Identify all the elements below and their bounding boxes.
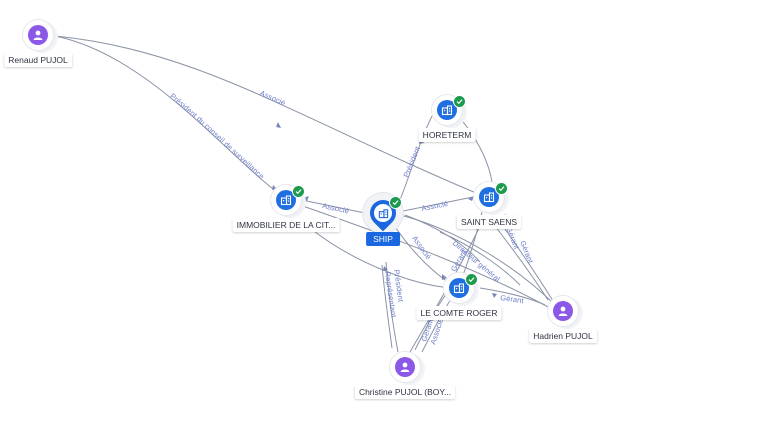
building-icon xyxy=(449,278,469,298)
arrow-head xyxy=(303,196,309,201)
edge-label-renaud-saint: Associé xyxy=(259,88,287,107)
node-label: SAINT SAENS xyxy=(456,215,522,229)
building-icon xyxy=(374,204,392,222)
verified-check-icon xyxy=(292,185,305,198)
node-label: HORETERM xyxy=(418,128,476,142)
person-icon xyxy=(395,357,415,377)
building-icon xyxy=(437,100,457,120)
arrow-head xyxy=(383,266,388,271)
node-label: Hadrien PUJOL xyxy=(529,329,597,343)
node-label: Christine PUJOL (BOY... xyxy=(354,385,456,399)
building-icon xyxy=(276,190,296,210)
verified-check-icon xyxy=(465,273,478,286)
node-label: SHIP xyxy=(366,232,400,246)
edge-label-renaud-immobilier: Président du conseil de surveillance xyxy=(168,91,266,181)
edge-immobilier-comte xyxy=(309,227,453,289)
person-icon xyxy=(553,301,573,321)
person-icon xyxy=(28,25,48,45)
node-label: Renaud PUJOL xyxy=(4,53,72,67)
arrow-head xyxy=(492,293,497,298)
edge-label-ship-comte: Associé xyxy=(410,234,433,261)
verified-check-icon xyxy=(389,196,402,209)
edge-label-ship-saint: Associé xyxy=(421,199,449,213)
building-icon xyxy=(479,187,499,207)
verified-check-icon xyxy=(453,95,466,108)
edge-renaud-saint-saens xyxy=(54,35,489,199)
verified-check-icon xyxy=(495,182,508,195)
node-label: LE COMTE ROGER xyxy=(416,306,502,320)
arrow-head xyxy=(468,196,474,201)
arrow-head xyxy=(276,122,281,128)
edge-horeterm-saint-saens xyxy=(454,111,493,183)
node-label: IMMOBILIER DE LA CIT... xyxy=(232,218,340,232)
edge-label-hadrien-saint-2: Gérant xyxy=(504,225,521,251)
edge-label-hadrien-comte: Gérant xyxy=(500,293,525,305)
edge-label-ship-immobilier: Associé xyxy=(322,201,350,215)
edge-label-comte-gerant: Gérant xyxy=(449,247,469,273)
